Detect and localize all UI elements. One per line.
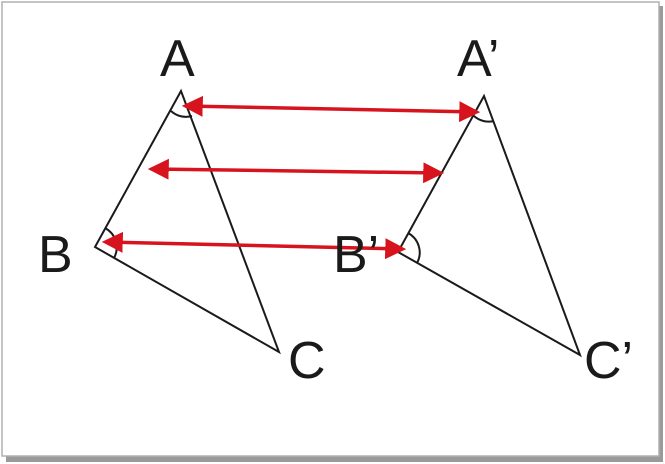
triangle-abc xyxy=(93,88,281,355)
vertex-label-a: A xyxy=(160,30,195,88)
arrow-mid xyxy=(147,158,445,184)
vertex-label-a-prime: A’ xyxy=(457,30,499,88)
vertex-label-b-prime: B’ xyxy=(333,226,379,284)
arrow-a-to-a-prime xyxy=(181,95,481,123)
frame-border xyxy=(1,1,660,457)
angle-arc-b-prime xyxy=(407,232,421,264)
vertex-label-b: B xyxy=(38,226,73,284)
vertex-label-c: C xyxy=(288,332,326,390)
arrow-b-to-b-prime xyxy=(101,231,407,260)
vertex-label-c-prime: C’ xyxy=(584,332,633,390)
